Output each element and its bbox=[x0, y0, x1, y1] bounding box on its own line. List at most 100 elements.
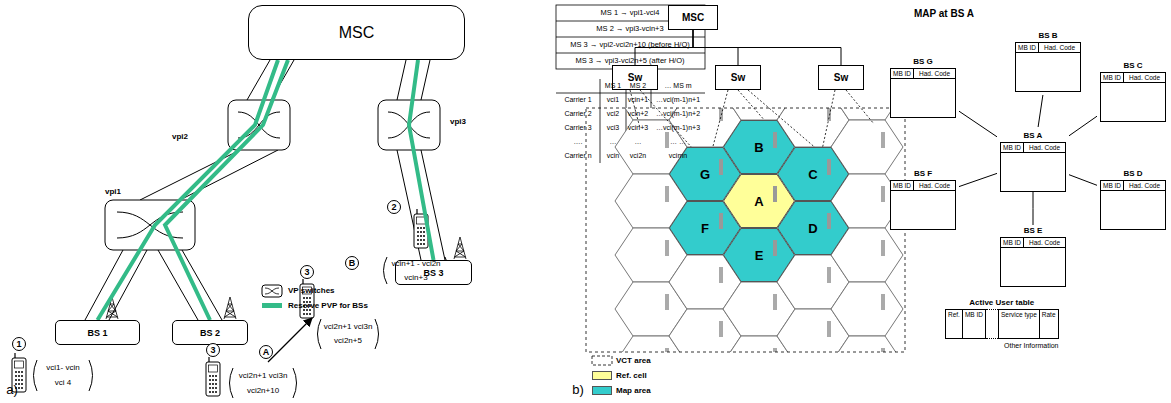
hex-shape bbox=[724, 229, 795, 282]
map-column-head: Had. Code bbox=[1124, 181, 1165, 190]
connector bbox=[959, 173, 997, 186]
text-label: Carrier n bbox=[564, 152, 591, 160]
switch-box: Sw bbox=[715, 65, 761, 90]
map-table: MB IDHad. Code bbox=[1100, 180, 1166, 230]
text-label: …. bbox=[574, 138, 583, 146]
msc-box: MSC bbox=[248, 5, 465, 60]
link-lines bbox=[85, 60, 445, 320]
msc-box: MSC bbox=[668, 5, 718, 30]
text-label: …vci(m-1)n+2 bbox=[656, 110, 700, 118]
text-label: vcin+3 bbox=[628, 124, 648, 132]
table-cell: Ref. bbox=[945, 309, 963, 339]
callout-number: B bbox=[345, 256, 359, 270]
cell-tower bbox=[665, 240, 669, 256]
text-label: MS 3 → vpi3-vci2n+5 (after H/O) bbox=[576, 57, 685, 65]
text-label: … MS m bbox=[664, 82, 691, 90]
map-heading: BS E bbox=[1000, 225, 1066, 237]
map-table: MB IDHad. Code bbox=[1000, 142, 1066, 192]
text-label: MS 3 → vpi2-vci2n+10 (before H/O) bbox=[570, 41, 689, 49]
map-entry: BS AMB IDHad. Code bbox=[1000, 130, 1066, 192]
cell-tower bbox=[827, 321, 831, 337]
cell-letter: F bbox=[701, 221, 709, 236]
table-title: Active User table bbox=[945, 298, 1059, 307]
cell-tower bbox=[665, 186, 669, 202]
cell-tower bbox=[719, 213, 723, 229]
text-label: Carrier 2 bbox=[564, 110, 591, 118]
cell-tower bbox=[719, 267, 723, 283]
cell-tower bbox=[881, 348, 885, 352]
text-label: …vci(m-1)n+1 bbox=[656, 96, 700, 104]
connector bbox=[165, 60, 288, 320]
text-label: vcimn bbox=[669, 152, 687, 160]
map-heading: BS D bbox=[1100, 168, 1166, 180]
text-label: vpi3 bbox=[450, 118, 466, 127]
map-column-head: MB ID bbox=[891, 181, 914, 190]
cell-letter: C bbox=[808, 167, 817, 182]
map-header-row: MB IDHad. Code bbox=[891, 69, 955, 79]
text-label: vci2 bbox=[607, 110, 619, 118]
table-cell: MB ID bbox=[963, 309, 986, 339]
cell-tower bbox=[881, 132, 885, 148]
map-heading: BS G bbox=[890, 56, 956, 68]
cell-letter: A bbox=[754, 194, 763, 209]
node-label: Sw bbox=[628, 72, 642, 83]
node-label: MSC bbox=[339, 24, 375, 42]
cell-tower bbox=[881, 294, 885, 310]
map-heading: BS F bbox=[890, 168, 956, 180]
cell-letter: D bbox=[808, 221, 817, 236]
legend-swatch bbox=[262, 303, 282, 308]
base-station-box: BS 2 bbox=[172, 320, 248, 345]
legend-text: VP switches bbox=[288, 287, 335, 296]
map-table: MB IDHad. Code bbox=[1015, 42, 1081, 92]
text-label: vcin bbox=[607, 152, 619, 160]
text-label: vcin+2 bbox=[628, 110, 648, 118]
connector bbox=[98, 60, 279, 320]
map-heading: BS B bbox=[1015, 30, 1081, 42]
vct-area-outline bbox=[586, 108, 905, 352]
map-table: MB IDHad. Code bbox=[890, 180, 956, 230]
cell-tower bbox=[773, 294, 777, 310]
legend-switch-icon bbox=[262, 285, 282, 297]
legend-swatch bbox=[592, 386, 612, 395]
connector bbox=[693, 30, 841, 65]
text-label: Carrier 3 bbox=[564, 124, 591, 132]
map-column-head: MB ID bbox=[1101, 181, 1124, 190]
text-label: … bbox=[635, 138, 642, 146]
map-column-head: Had. Code bbox=[1024, 143, 1065, 152]
map-column-head: MB ID bbox=[891, 69, 914, 78]
node-label: BS 2 bbox=[200, 328, 220, 338]
map-column-head: MB ID bbox=[1016, 43, 1039, 52]
map-column-head: MB ID bbox=[1001, 143, 1024, 152]
text-label: vci1- vcin bbox=[46, 364, 79, 373]
base-station-box: BS 1 bbox=[55, 320, 140, 345]
map-column-head: MB ID bbox=[1001, 238, 1024, 247]
cell-tower bbox=[881, 240, 885, 256]
map-table: MB IDHad. Code bbox=[1000, 237, 1066, 287]
cell-tower bbox=[773, 132, 777, 148]
tuple-bracket bbox=[34, 257, 449, 398]
cell-tower bbox=[773, 240, 777, 256]
hex-cell-outline bbox=[831, 336, 903, 352]
table-cell: Rate bbox=[1040, 309, 1059, 339]
active-user-table: Active User tableRef.MB ID Service typeRa… bbox=[945, 298, 1059, 349]
map-heading: BS A bbox=[1000, 130, 1066, 142]
text-label: vpi1 bbox=[105, 188, 121, 197]
legend-text: Reserve PVP for BSs bbox=[288, 302, 368, 311]
cell-tower bbox=[719, 159, 723, 175]
text-label: vci 4 bbox=[55, 379, 71, 388]
text-label: vcin+3 bbox=[404, 274, 427, 283]
map-entry: BS EMB IDHad. Code bbox=[1000, 225, 1066, 287]
map-heading: BS C bbox=[1100, 60, 1166, 72]
connector bbox=[409, 60, 434, 260]
legend-text: VCT area bbox=[616, 357, 651, 366]
map-column-head: Had. Code bbox=[914, 69, 955, 78]
connector bbox=[1038, 95, 1043, 127]
cell-tower bbox=[773, 348, 777, 352]
map-header-row: MB IDHad. Code bbox=[1001, 143, 1065, 153]
legend-swatch bbox=[592, 371, 612, 380]
cell-letter: B bbox=[754, 140, 763, 155]
legend-vct-sample bbox=[592, 356, 612, 365]
table-cell: Service type bbox=[998, 309, 1040, 339]
text-label: MS 1 bbox=[605, 82, 621, 90]
node-label: Sw bbox=[834, 72, 848, 83]
